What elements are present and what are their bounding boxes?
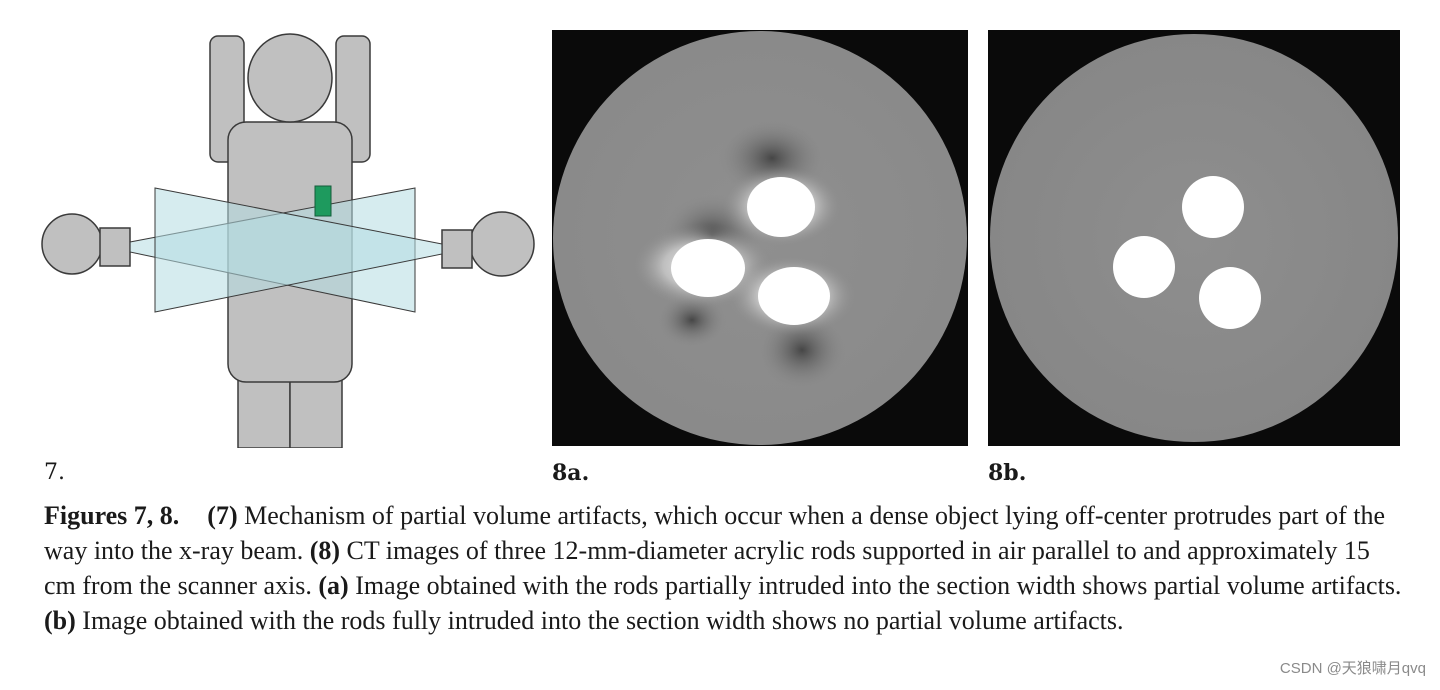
caption-marker-7: (7) bbox=[207, 501, 238, 530]
collimator-right bbox=[441, 229, 473, 269]
figure-caption: Figures 7, 8. (7) Mechanism of partial vo… bbox=[44, 498, 1404, 638]
figure-8b-ct-image bbox=[988, 30, 1400, 446]
acrylic-rod bbox=[1182, 176, 1244, 238]
figure-7-label: 7. bbox=[44, 460, 65, 485]
head bbox=[247, 33, 333, 123]
x-ray-tube-left bbox=[41, 213, 103, 275]
acrylic-rod bbox=[747, 177, 815, 237]
caption-marker-a: (a) bbox=[318, 571, 349, 600]
x-ray-beam-right bbox=[154, 187, 443, 313]
caption-marker-8: (8) bbox=[309, 536, 341, 565]
collimator-left bbox=[99, 227, 131, 267]
watermark: CSDN @天狼啸月qvq bbox=[1279, 660, 1426, 677]
acrylic-rod bbox=[1199, 267, 1261, 329]
figure-7-diagram bbox=[41, 33, 535, 448]
phantom-disk bbox=[990, 34, 1398, 442]
dense-object bbox=[314, 185, 332, 217]
acrylic-rod bbox=[671, 239, 745, 297]
acrylic-rod bbox=[1113, 236, 1175, 298]
caption-lead: Figures 7, 8. bbox=[44, 501, 180, 530]
figure-8a-label: 8a. bbox=[552, 460, 590, 486]
caption-text-8: CT images of three 12-mm-diameter acryli… bbox=[44, 536, 1370, 600]
caption-text-a: Image obtained with the rods partially i… bbox=[348, 571, 1402, 600]
figure-8b-label: 8b. bbox=[988, 460, 1027, 486]
caption-marker-b: (b) bbox=[44, 606, 76, 635]
caption-text-b: Image obtained with the rods fully intru… bbox=[75, 606, 1124, 635]
x-ray-tube-right bbox=[469, 211, 535, 277]
caption-text-7: Mechanism of partial volume artifacts, w… bbox=[44, 501, 1386, 565]
figure-8a-ct-image bbox=[552, 30, 968, 446]
acrylic-rod bbox=[758, 267, 830, 325]
